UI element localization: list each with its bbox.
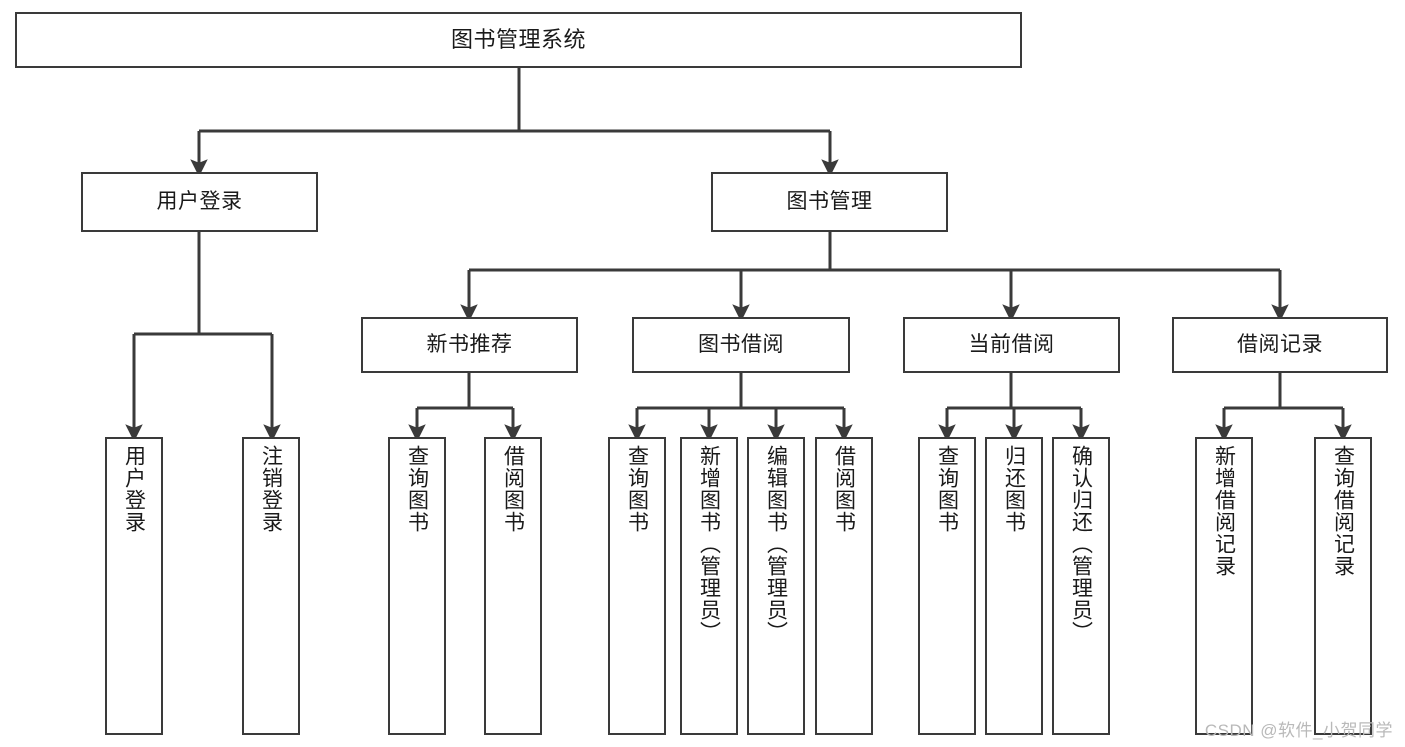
node-borrow-record-label: 借阅记录 [1237, 333, 1323, 357]
node-leaf-current-borrow-1-label: 查询图书 [935, 445, 959, 533]
node-new-book-recommend-label: 新书推荐 [426, 333, 513, 357]
node-book-borrow[interactable]: 图书借阅 [632, 317, 850, 373]
node-leaf-current-borrow-3-label: 确认归还（管理员） [1069, 445, 1093, 643]
node-root[interactable]: 图书管理系统 [15, 12, 1022, 68]
node-borrow-record[interactable]: 借阅记录 [1172, 317, 1388, 373]
node-leaf-user-login-1[interactable]: 用户登录 [105, 437, 163, 735]
node-leaf-current-borrow-2-label: 归还图书 [1002, 445, 1026, 533]
node-current-borrow-label: 当前借阅 [968, 333, 1055, 357]
node-leaf-new-book-2[interactable]: 借阅图书 [484, 437, 542, 735]
node-leaf-user-login-2-label: 注销登录 [259, 445, 283, 533]
node-leaf-borrow-record-2[interactable]: 查询借阅记录 [1314, 437, 1372, 735]
node-leaf-book-borrow-2-label: 新增图书（管理员） [697, 445, 721, 643]
node-leaf-current-borrow-2[interactable]: 归还图书 [985, 437, 1043, 735]
node-book-borrow-label: 图书借阅 [698, 333, 784, 357]
node-leaf-borrow-record-1[interactable]: 新增借阅记录 [1195, 437, 1253, 735]
node-leaf-borrow-record-1-label: 新增借阅记录 [1212, 445, 1236, 577]
node-book-manage-label: 图书管理 [786, 190, 873, 214]
node-leaf-user-login-2[interactable]: 注销登录 [242, 437, 300, 735]
node-leaf-new-book-1-label: 查询图书 [405, 445, 429, 533]
node-new-book-recommend[interactable]: 新书推荐 [361, 317, 578, 373]
node-leaf-book-borrow-2[interactable]: 新增图书（管理员） [680, 437, 738, 735]
node-leaf-user-login-1-label: 用户登录 [122, 445, 146, 533]
node-leaf-current-borrow-1[interactable]: 查询图书 [918, 437, 976, 735]
node-leaf-borrow-record-2-label: 查询借阅记录 [1331, 445, 1355, 577]
node-user-login[interactable]: 用户登录 [81, 172, 318, 232]
node-leaf-book-borrow-3[interactable]: 编辑图书（管理员） [747, 437, 805, 735]
node-leaf-current-borrow-3[interactable]: 确认归还（管理员） [1052, 437, 1110, 735]
node-current-borrow[interactable]: 当前借阅 [903, 317, 1120, 373]
node-leaf-book-borrow-1-label: 查询图书 [625, 445, 649, 533]
node-leaf-new-book-2-label: 借阅图书 [501, 445, 525, 533]
node-user-login-label: 用户登录 [156, 190, 243, 214]
node-leaf-book-borrow-1[interactable]: 查询图书 [608, 437, 666, 735]
node-root-label: 图书管理系统 [450, 26, 586, 52]
node-book-manage[interactable]: 图书管理 [711, 172, 948, 232]
watermark: CSDN @软件_小贺同学 [1204, 721, 1393, 740]
node-leaf-book-borrow-4[interactable]: 借阅图书 [815, 437, 873, 735]
node-leaf-book-borrow-3-label: 编辑图书（管理员） [764, 445, 788, 643]
node-leaf-new-book-1[interactable]: 查询图书 [388, 437, 446, 735]
node-leaf-book-borrow-4-label: 借阅图书 [832, 445, 856, 533]
